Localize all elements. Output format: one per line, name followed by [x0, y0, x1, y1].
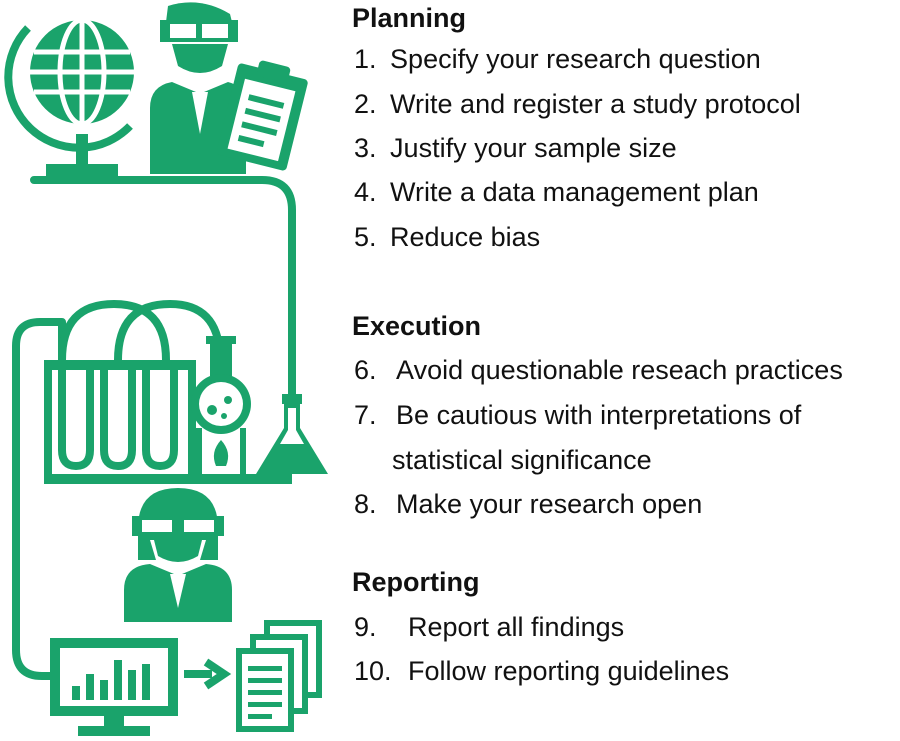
item-number: 1.	[354, 44, 377, 74]
execution-heading: Execution	[352, 311, 482, 341]
item-text: Specify your research question	[390, 44, 761, 74]
globe-icon	[4, 17, 134, 176]
clipboard-icon	[216, 60, 308, 171]
item-number: 9.	[354, 612, 377, 642]
connector-line-top	[30, 176, 296, 399]
item-number: 5.	[354, 222, 377, 252]
list-item: 6. Avoid questionable reseach practices	[354, 355, 843, 385]
item-number: 2.	[354, 89, 377, 119]
documents-icon	[236, 620, 322, 732]
item-number: 10.	[354, 656, 392, 686]
planning-heading: Planning	[352, 3, 466, 33]
item-number: 3.	[354, 133, 377, 163]
item-number: 8.	[354, 489, 377, 519]
list-item: 3. Justify your sample size	[354, 133, 677, 163]
list-item-continuation: statistical significance	[392, 445, 652, 475]
item-text: Follow reporting guidelines	[408, 656, 730, 686]
item-number: 7.	[354, 400, 377, 430]
list-item: 8. Make your research open	[354, 489, 702, 519]
item-text: Write a data management plan	[390, 177, 759, 207]
conical-flask-icon	[256, 394, 328, 474]
item-text: Avoid questionable reseach practices	[396, 355, 843, 385]
list-item: 1. Specify your research question	[354, 44, 761, 74]
monitor-chart-icon	[50, 638, 178, 736]
scientist-icon	[150, 2, 246, 174]
list-item: 4. Write a data management plan	[354, 177, 759, 207]
burner-icon	[213, 440, 229, 466]
workflow-illustration	[4, 2, 328, 736]
item-text: statistical significance	[392, 445, 652, 475]
round-flask-icon	[191, 336, 251, 476]
item-text: Make your research open	[396, 489, 703, 519]
list-item: 5. Reduce bias	[354, 222, 540, 252]
arrow-icon	[184, 658, 232, 690]
list-item: 7. Be cautious with interpretations of	[354, 400, 801, 430]
list-item: 9. Report all findings	[354, 612, 624, 642]
list-item: 10. Follow reporting guidelines	[354, 656, 729, 686]
test-tubes-icon	[44, 300, 292, 484]
item-number: 4.	[354, 177, 377, 207]
item-text: Reduce bias	[390, 222, 541, 252]
item-text: Write and register a study protocol	[390, 89, 801, 119]
item-text: Justify your sample size	[390, 133, 677, 163]
researcher-icon	[124, 488, 232, 622]
item-number: 6.	[354, 355, 377, 385]
connector-line-left	[12, 318, 66, 680]
reporting-heading: Reporting	[352, 567, 480, 597]
item-text: Be cautious with interpretations of	[396, 400, 802, 430]
list-item: 2. Write and register a study protocol	[354, 89, 801, 119]
item-text: Report all findings	[408, 612, 625, 642]
